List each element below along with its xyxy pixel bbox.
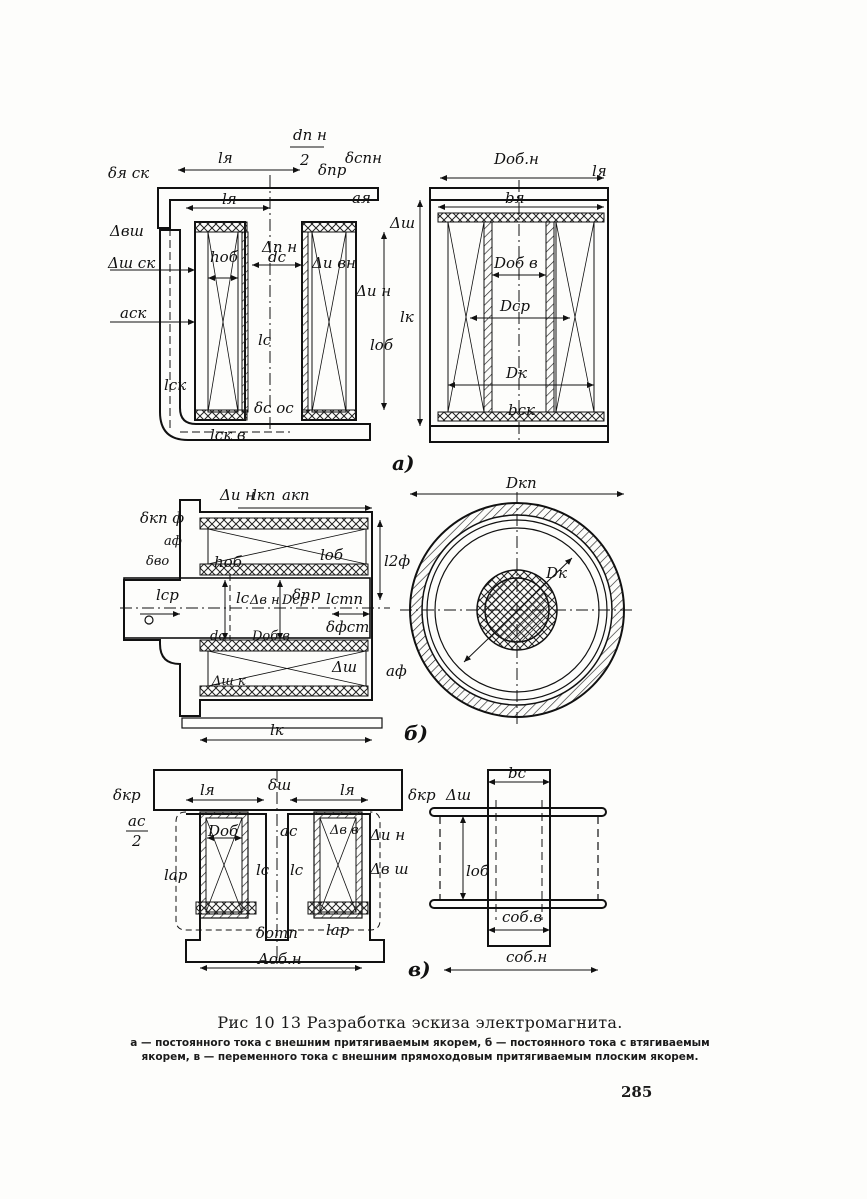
label-D-sr: Dср	[499, 297, 530, 315]
label-l-kp: lкп	[252, 486, 275, 504]
figure-caption-body: а — постоянного тока с внешним притягива…	[130, 1037, 710, 1063]
label-a-ya: aя	[352, 189, 371, 207]
label-h-ob-b: hоб	[214, 553, 243, 571]
label-l-ya-top: lя	[218, 149, 233, 167]
label-dpn-num: dп н	[293, 126, 327, 144]
panel-c-left-drawing	[153, 769, 403, 971]
label-delta-in-b: Δи н	[219, 486, 255, 504]
label-l-ya-r: lя	[592, 162, 607, 180]
label-D-k: Dк	[505, 364, 527, 382]
figure-caption-title: Рис 10 13 Разработка эскиза электромагни…	[217, 1013, 623, 1032]
label-delta-f-st: δфст	[326, 618, 369, 636]
label-l-sk-v: lск в	[210, 426, 246, 444]
label-dpn-den: 2	[299, 151, 310, 169]
label-delta-pr-b: δпр	[292, 586, 321, 604]
label-l-ob-b: lоб	[320, 546, 344, 564]
label-l-k-b: lк	[270, 721, 284, 739]
label-l-ya-r-c: lя	[340, 781, 355, 799]
label-delta-vsh: Δвш	[109, 222, 144, 240]
label-delta-pn: Δп н	[261, 238, 297, 256]
label-D-k-b: Dк	[545, 564, 567, 582]
label-l-s: lс	[258, 331, 272, 349]
label-delta-vsh-c: Δв ш	[369, 860, 409, 878]
electromagnet-figure: dп н 2 δя ск lя δпр δспн lя aя Δвш Δп н …	[107, 126, 634, 981]
label-delta-pr: δпр	[318, 161, 347, 179]
label-b-s: bс	[508, 764, 527, 782]
panel-b-right-drawing	[400, 491, 634, 728]
panel-c-labels: δкр lя δш lя δкр Δш aс 2 Dоб aс Δв в Δи …	[113, 764, 547, 981]
label-l-k: lк	[400, 308, 414, 326]
label-d-s: dс	[268, 248, 287, 266]
label-a-sk: aск	[120, 304, 146, 322]
label-D-sr-b: Dср	[281, 593, 309, 608]
label-d-s-b: dс	[210, 629, 226, 644]
label-b-ya: bя	[505, 189, 525, 207]
label-l-ob-c: lоб	[466, 862, 490, 880]
label-c-ob-v: cоб.в	[502, 908, 542, 926]
label-delta-vv: Δв в	[329, 823, 359, 838]
label-delta-sh-b: Δш	[331, 658, 357, 676]
label-b-sk: bск	[508, 401, 535, 419]
panel-a-labels: dп н 2 δя ск lя δпр δспн lя aя Δвш Δп н …	[107, 126, 607, 475]
label-a-s-num: aс	[128, 812, 146, 830]
panel-c-mark: в)	[408, 957, 431, 981]
label-delta-ya-sk: δя ск	[108, 164, 149, 182]
label-c-ob-n: cоб.н	[506, 948, 547, 966]
label-delta-ivn: Δи вн	[311, 254, 356, 272]
label-delta-kr-r: δкр	[408, 786, 436, 804]
label-D-kp: Dкп	[505, 474, 537, 492]
label-delta-sh-k: Δш к	[211, 674, 246, 689]
label-delta-kr-l: δкр	[113, 786, 141, 804]
label-D-ob-v-b: Dоб в	[251, 629, 290, 644]
label-D-ob-n: Dоб.н	[493, 150, 539, 168]
label-l-s-b: lс	[236, 589, 250, 607]
label-a-kp: aкп	[282, 486, 310, 504]
label-delta-vo: δво	[146, 554, 169, 569]
panel-a-right-drawing	[417, 175, 609, 443]
label-l-2f: l2ф	[384, 552, 410, 570]
label-delta-sh-v: Δш	[445, 786, 471, 804]
label-D-ob-v: Dоб в	[493, 254, 538, 272]
page-number: 285	[621, 1083, 653, 1101]
label-delta-spn: δспн	[345, 149, 382, 167]
panel-b-labels: Δи н lкп aкп δкп ф aф δво hоб lоб l2ф lс…	[140, 474, 567, 745]
label-l-ar-l: lар	[164, 866, 188, 884]
label-delta-in-c: Δи н	[369, 826, 405, 844]
label-l-s-r: lс	[290, 861, 304, 879]
label-l-sr: lср	[156, 586, 179, 604]
label-A-ob-n: Aоб.н	[256, 950, 302, 968]
panel-b-left-drawing	[120, 499, 390, 743]
label-l-stp: lстп	[326, 590, 363, 608]
panel-b-mark: б)	[404, 721, 428, 745]
label-h-ob: hоб	[210, 248, 239, 266]
label-a-s-c: aс	[280, 822, 298, 840]
label-l-ar-r: lар	[326, 921, 350, 939]
label-l-ya-inner: lя	[222, 190, 237, 208]
label-a-f-top: aф	[164, 534, 182, 549]
label-a-s-den: 2	[131, 832, 142, 850]
panel-c-right-drawing	[429, 769, 607, 973]
label-D-ob-c: Dоб	[207, 822, 239, 840]
label-delta-sh-top: δш	[268, 776, 291, 794]
label-l-s-l: lс	[256, 861, 270, 879]
label-delta-sh-sk: Δш ск	[107, 254, 155, 272]
label-a-f: aф	[386, 662, 407, 680]
label-l-sk: lск	[164, 376, 186, 394]
label-delta-otp: δотп	[256, 924, 298, 942]
label-delta-in: Δи н	[355, 282, 391, 300]
label-delta-s-os: δс ос	[254, 399, 294, 417]
label-delta-sh-right: Δш	[389, 214, 415, 232]
label-delta-vn: Δв н	[249, 593, 280, 608]
panel-a-left-drawing	[110, 167, 387, 441]
label-l-ya-l: lя	[200, 781, 215, 799]
panel-a-mark: a)	[392, 451, 414, 475]
label-delta-kp-f: δкп ф	[140, 509, 184, 527]
label-l-ob: lоб	[370, 336, 394, 354]
